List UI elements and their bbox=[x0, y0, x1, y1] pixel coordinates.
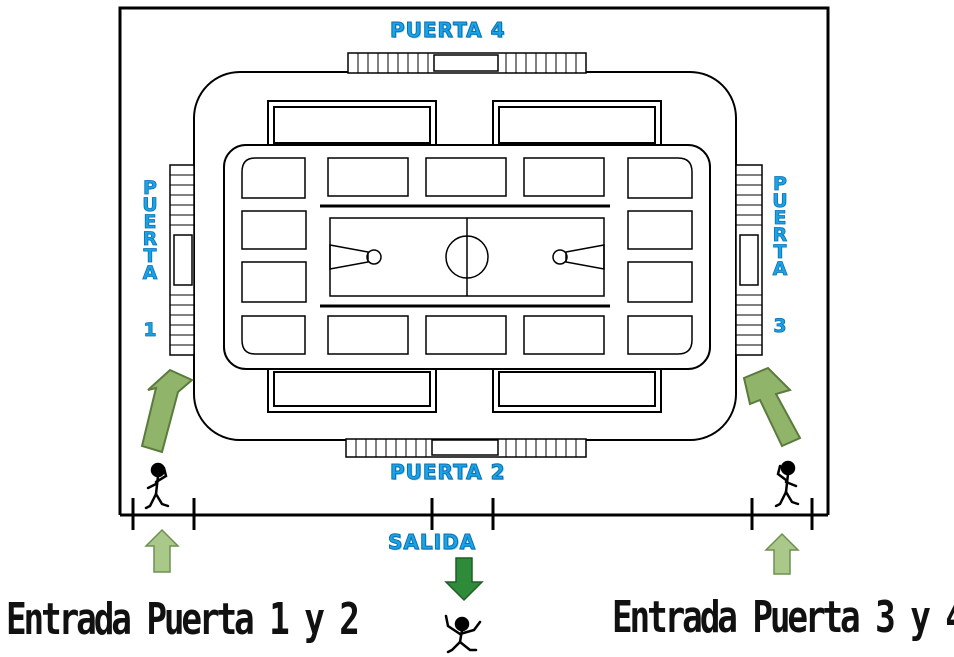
basketball-court-icon bbox=[329, 217, 605, 297]
person-icon bbox=[144, 462, 170, 510]
entry-right-label: Entrada Puerta 3 y 4 bbox=[612, 592, 954, 643]
fence-ticks bbox=[131, 498, 814, 530]
down-arrow-icon bbox=[444, 557, 484, 602]
gate-2-structure bbox=[345, 438, 587, 458]
gate-1-structure bbox=[169, 164, 195, 356]
grandstands bbox=[267, 100, 662, 413]
gate-2-label: PUERTA 2 bbox=[390, 460, 506, 485]
gate-3-number: 3 bbox=[773, 315, 787, 337]
exit-label: SALIDA bbox=[387, 530, 477, 555]
up-arrow-icon bbox=[764, 532, 800, 575]
entry-left-label: Entrada Puerta 1 y 2 bbox=[6, 594, 360, 645]
gate-4-label: PUERTA 4 bbox=[390, 18, 506, 43]
gate-3-structure bbox=[735, 164, 763, 356]
gate-1-number: 1 bbox=[143, 319, 157, 341]
gate-3-label: PUERTA bbox=[772, 173, 788, 280]
site-boundary bbox=[118, 6, 830, 515]
gate-1-label: PUERTA bbox=[142, 177, 158, 284]
up-arrow-icon bbox=[144, 528, 180, 573]
seating-sections bbox=[241, 157, 693, 355]
up-arrow-icon bbox=[140, 368, 194, 454]
person-icon bbox=[444, 614, 482, 654]
up-arrow-icon bbox=[742, 366, 802, 448]
gate-4-structure bbox=[347, 52, 587, 74]
person-icon bbox=[774, 460, 800, 508]
